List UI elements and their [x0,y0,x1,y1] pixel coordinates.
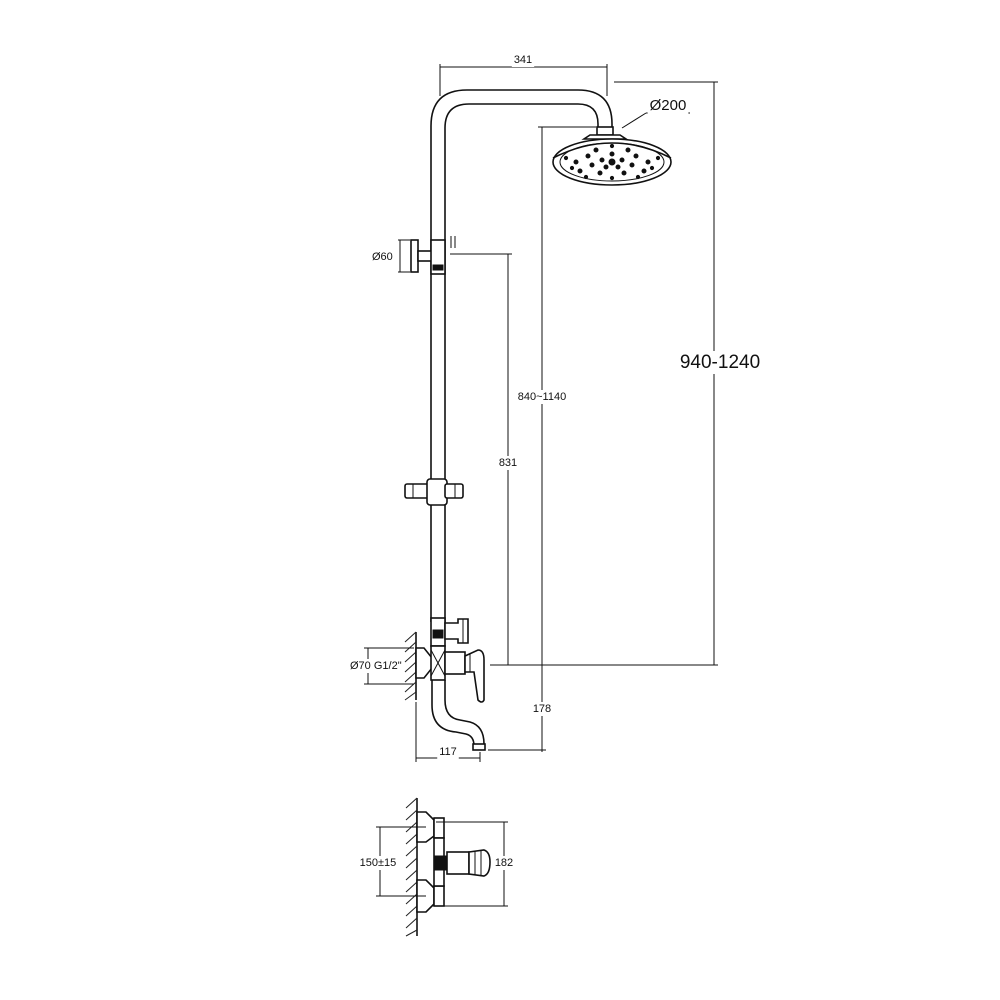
dim-text-center-distance: 150±15 [360,857,397,869]
dim-text-head-diameter: Ø200 [650,97,687,114]
dim-text-background [511,53,535,67]
riser-pipe [430,89,613,622]
dim-head-height: 840~1140 [515,126,596,752]
dim-text-background [530,702,554,716]
dim-text-total-height: 940-1240 [680,352,760,373]
dim-text-background [437,745,459,759]
dim-text-background [492,856,516,870]
dim-text-background [515,390,569,404]
bath-mixer [415,645,485,703]
dim-text-background [677,351,763,374]
dim-bracket-diameter: Ø60 [370,239,410,273]
dim-text-mixer-depth: 182 [495,857,513,869]
dim-text-background [647,96,689,115]
dim-arm-length: 341 [439,53,608,96]
wall-section [404,631,417,701]
dim-text-background [370,250,395,264]
dim-text-spout-drop: 178 [533,703,551,715]
bath-spout [431,680,486,751]
diverter [430,617,469,647]
dim-head-diameter: Ø200 [621,96,690,129]
dim-spout-drop: 178 [488,702,554,751]
dim-text-arm-length: 341 [514,54,532,66]
dim-text-flange-thread: Ø70 G1/2" [350,660,402,672]
wall-bracket [410,236,456,275]
dim-total-height: 940-1240 [490,81,763,666]
dim-text-rail-height: 831 [499,457,517,469]
dim-text-background [357,856,399,870]
dim-text-spout-reach: 117 [439,746,457,758]
sliding-holder [404,478,464,506]
detail-view-mixer: 150±15 182 [357,797,516,937]
dim-rail-height: 831 [450,253,520,665]
dim-text-bracket-diameter: Ø60 [372,251,393,263]
dim-flange-thread: Ø70 G1/2" [348,647,414,685]
rain-shower-head [552,126,672,186]
dim-text-head-height: 840~1140 [518,391,566,403]
dim-text-background [496,456,520,470]
dim-spout-reach: 117 [415,702,481,762]
dim-text-background [348,659,404,673]
